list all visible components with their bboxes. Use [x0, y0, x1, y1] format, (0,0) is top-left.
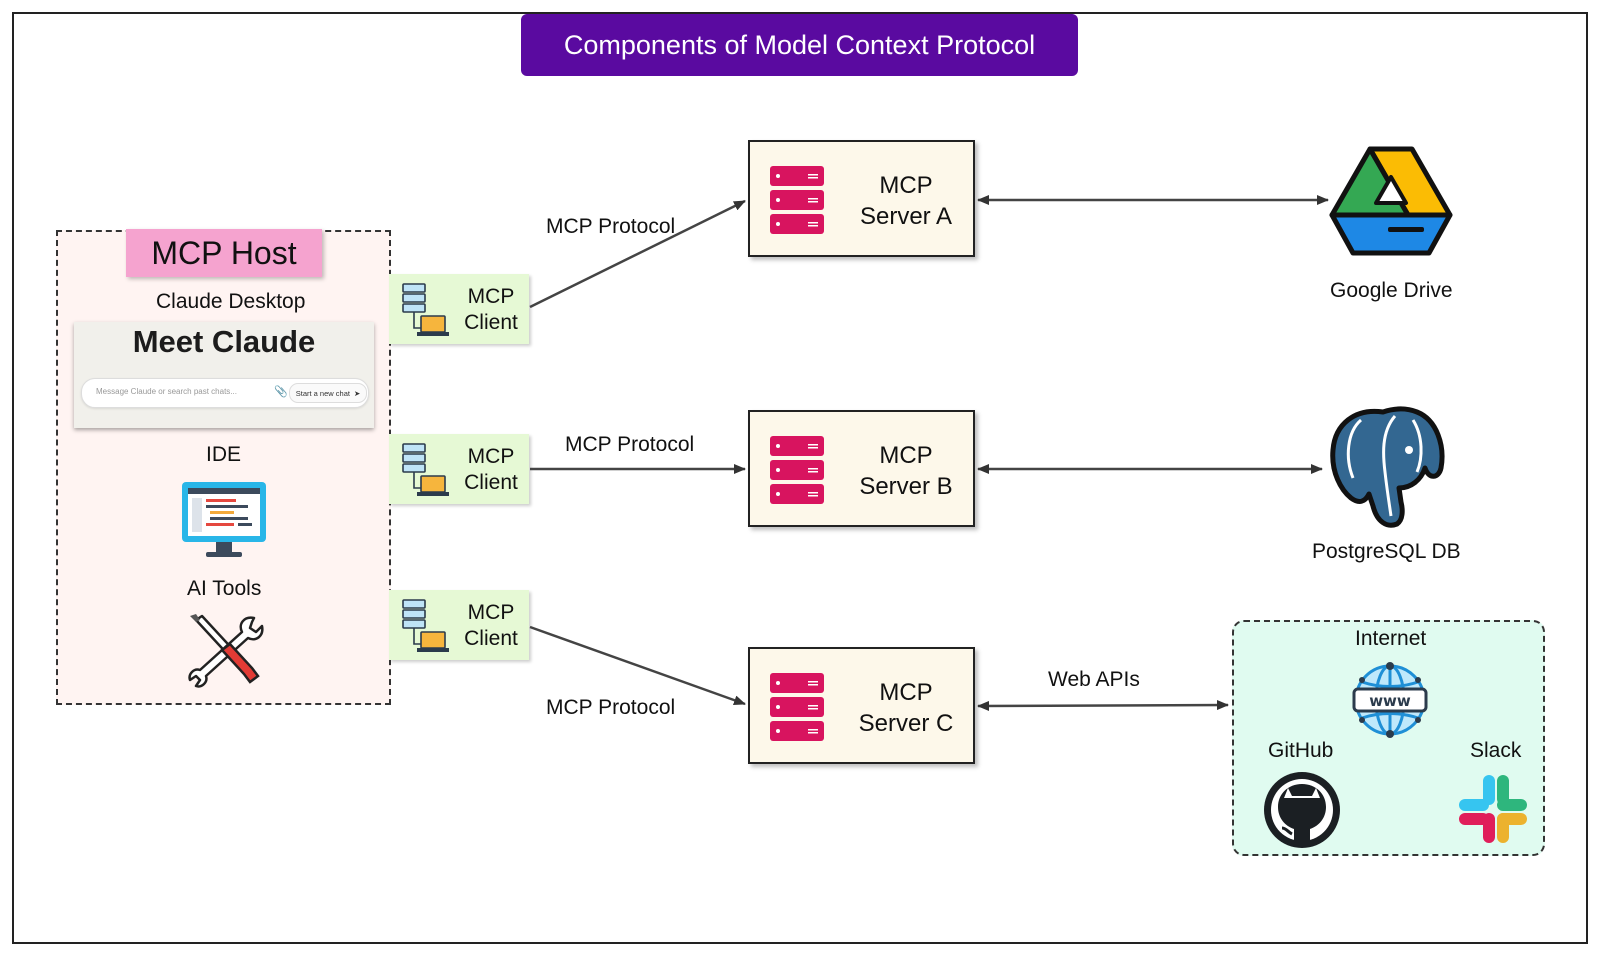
postgresql-label: PostgreSQL DB	[1312, 540, 1461, 563]
client-label-line1: MCP	[467, 285, 515, 308]
server-label-line2: Server C	[858, 710, 954, 737]
server-rack-icon	[770, 673, 824, 741]
mcp-host-label: MCP Host	[126, 229, 322, 277]
slack-icon	[1459, 775, 1527, 843]
client-label-line1: MCP	[467, 601, 515, 624]
arrow-client3-serverC	[529, 625, 746, 706]
mcp-server-b: MCP Server B	[748, 410, 975, 527]
web-apis-label: Web APIs	[1048, 668, 1140, 691]
mcp-server-a: MCP Server A	[748, 140, 975, 257]
client-label-line1: MCP	[467, 445, 515, 468]
arrow-serverC-external	[977, 700, 1229, 711]
start-new-chat-label: Start a new chat	[295, 388, 350, 398]
server-label-line2: Server A	[859, 203, 953, 230]
server-label-line2: Server B	[859, 473, 953, 500]
client-label: MCP Client	[463, 444, 519, 496]
ai-tools-label: AI Tools	[187, 577, 262, 600]
start-new-chat-button: Start a new chat➤	[289, 383, 367, 403]
claude-desktop-label: Claude Desktop	[156, 290, 306, 313]
server-label: MCP Server B	[846, 440, 966, 502]
slack-label: Slack	[1470, 739, 1522, 762]
claude-desktop-screenshot: Meet Claude Message Claude or search pas…	[74, 322, 374, 428]
client-label: MCP Client	[463, 284, 519, 336]
protocol-label-c: MCP Protocol	[546, 696, 676, 719]
tools-icon	[188, 614, 264, 688]
mcp-host-container	[56, 230, 391, 705]
server-label: MCP Server A	[846, 170, 966, 232]
client-server-icon	[402, 283, 449, 336]
server-label-line1: MCP	[879, 442, 933, 469]
client-server-icon	[402, 443, 449, 496]
server-rack-icon	[770, 436, 824, 504]
claude-card-heading: Meet Claude	[132, 324, 316, 359]
google-drive-icon	[1329, 146, 1453, 256]
claude-input-placeholder: Message Claude or search past chats...	[96, 387, 237, 396]
claude-message-input: Message Claude or search past chats... 📎…	[81, 378, 369, 408]
mcp-server-c: MCP Server C	[748, 647, 975, 764]
google-drive-label: Google Drive	[1330, 279, 1453, 302]
arrow-client1-serverA	[529, 199, 746, 309]
internet-globe-icon: www	[1352, 662, 1428, 738]
server-label-line1: MCP	[879, 172, 933, 199]
mcp-client-2: MCP Client	[389, 434, 529, 504]
arrow-right-icon: ➤	[353, 388, 361, 398]
svg-text:www: www	[1369, 692, 1411, 710]
client-label: MCP Client	[463, 600, 519, 652]
client-label-line2: Client	[464, 627, 518, 650]
protocol-label-a: MCP Protocol	[546, 215, 676, 238]
mcp-client-3: MCP Client	[389, 590, 529, 660]
mcp-client-1: MCP Client	[389, 274, 529, 344]
client-label-line2: Client	[464, 471, 518, 494]
server-rack-icon	[770, 166, 824, 234]
github-icon	[1264, 772, 1340, 848]
client-server-icon	[402, 599, 449, 652]
github-label: GitHub	[1268, 739, 1334, 762]
server-label: MCP Server C	[846, 677, 966, 739]
postgresql-elephant-icon	[1330, 406, 1445, 528]
protocol-label-b: MCP Protocol	[565, 433, 695, 456]
server-label-line1: MCP	[879, 679, 933, 706]
ide-monitor-icon	[182, 482, 266, 557]
paperclip-icon: 📎	[274, 386, 288, 398]
diagram-frame	[12, 12, 1588, 944]
internet-label: Internet	[1355, 627, 1427, 650]
ide-label: IDE	[206, 443, 242, 466]
client-label-line2: Client	[464, 311, 518, 334]
diagram-title: Components of Model Context Protocol	[521, 14, 1078, 76]
